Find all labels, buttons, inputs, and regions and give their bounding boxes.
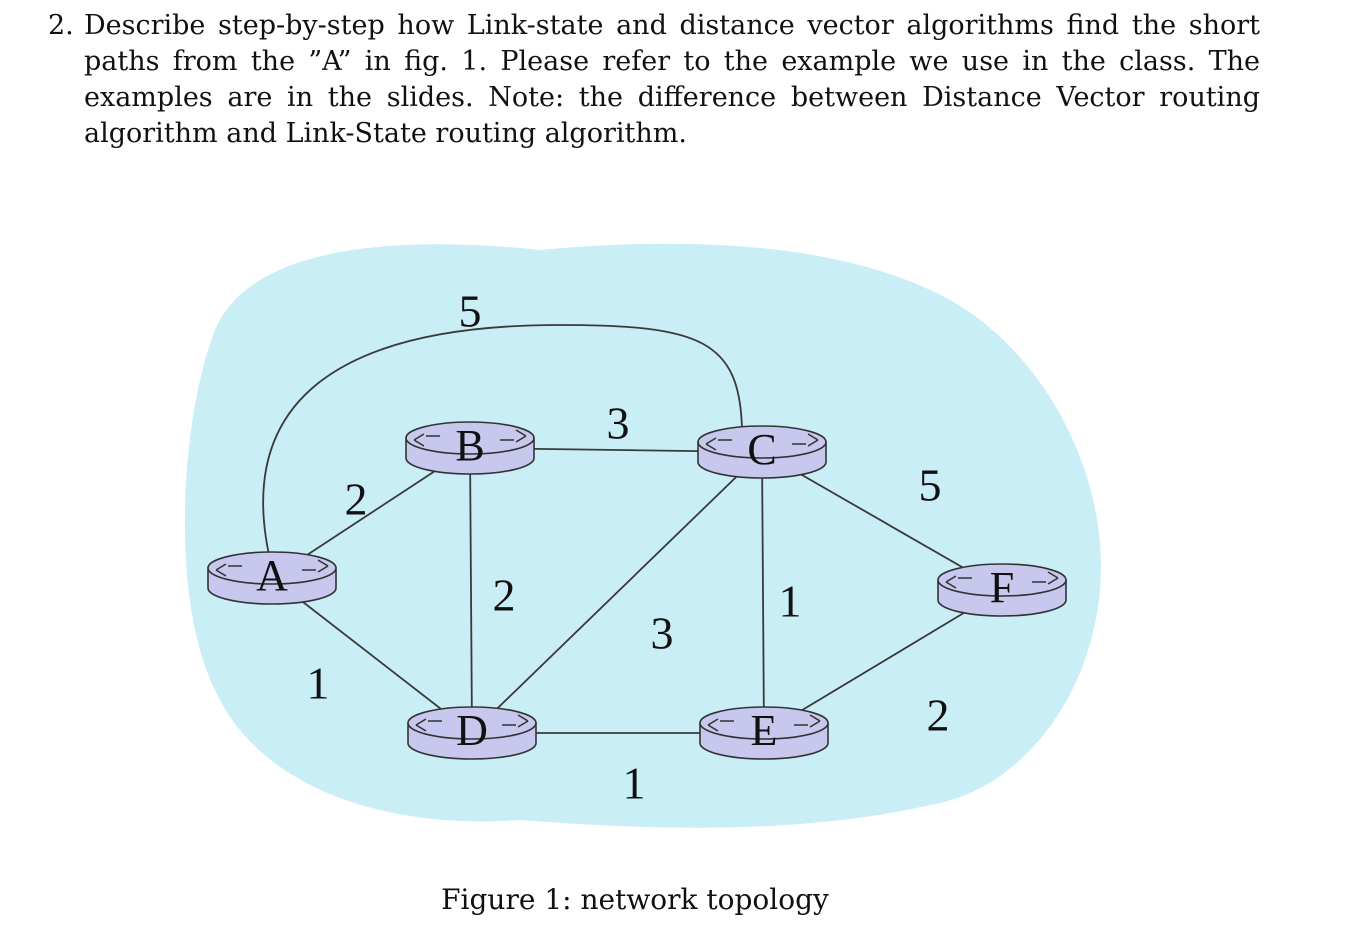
network-cloud-background [184, 243, 1101, 828]
router-label-a: A [256, 551, 288, 600]
router-b: B [405, 421, 535, 475]
question-number: 2. [48, 10, 74, 41]
link-weight-a-c: 5 [459, 286, 482, 337]
router-label-d: D [456, 706, 488, 755]
link-weight-b-d: 2 [493, 570, 516, 621]
router-label-b: B [455, 421, 484, 470]
router-top [937, 563, 1067, 597]
router-d: D [407, 706, 537, 760]
router-top [697, 425, 827, 459]
link-weight-a-d: 1 [307, 658, 330, 709]
link-a-c [262, 324, 743, 569]
link-weight-a-b: 2 [345, 474, 368, 525]
router-arrows-icon [707, 714, 821, 732]
router-arrows-icon [945, 571, 1059, 589]
link-weight-c-d: 3 [651, 608, 674, 659]
link-b-d [469, 447, 473, 734]
router-label-c: C [747, 425, 776, 474]
router-arrows-icon [415, 714, 529, 732]
router-arrows-icon [215, 559, 329, 577]
link-c-e [761, 451, 765, 734]
router-f: F [937, 563, 1067, 617]
link-weight-b-c: 3 [607, 398, 630, 449]
router-arrows-icon [413, 429, 527, 447]
routers-layer: A B C D E F [207, 421, 1067, 760]
question-block: 2. Describe step-by-step how Link-state … [48, 8, 1260, 152]
link-weight-e-f: 2 [927, 690, 950, 741]
link-weight-c-e: 1 [779, 576, 802, 627]
router-top [207, 551, 337, 585]
link-c-d [471, 451, 763, 734]
router-arrows-icon [705, 433, 819, 451]
router-a: A [207, 551, 337, 605]
link-a-d [271, 577, 473, 734]
router-top [405, 421, 535, 455]
figure-caption: Figure 1: network topology [441, 883, 829, 916]
router-label-e: E [751, 706, 778, 755]
router-top [407, 706, 537, 740]
link-weight-c-f: 5 [919, 460, 942, 511]
router-c: C [697, 425, 827, 479]
link-weight-d-e: 1 [623, 758, 646, 809]
link-e-f [763, 589, 1003, 734]
weights-layer: 2 5 1 3 2 3 1 5 1 2 [307, 286, 950, 809]
router-e: E [699, 706, 829, 760]
router-top [699, 706, 829, 740]
router-label-f: F [990, 563, 1014, 612]
question-text: Describe step-by-step how Link-state and… [84, 10, 1260, 149]
